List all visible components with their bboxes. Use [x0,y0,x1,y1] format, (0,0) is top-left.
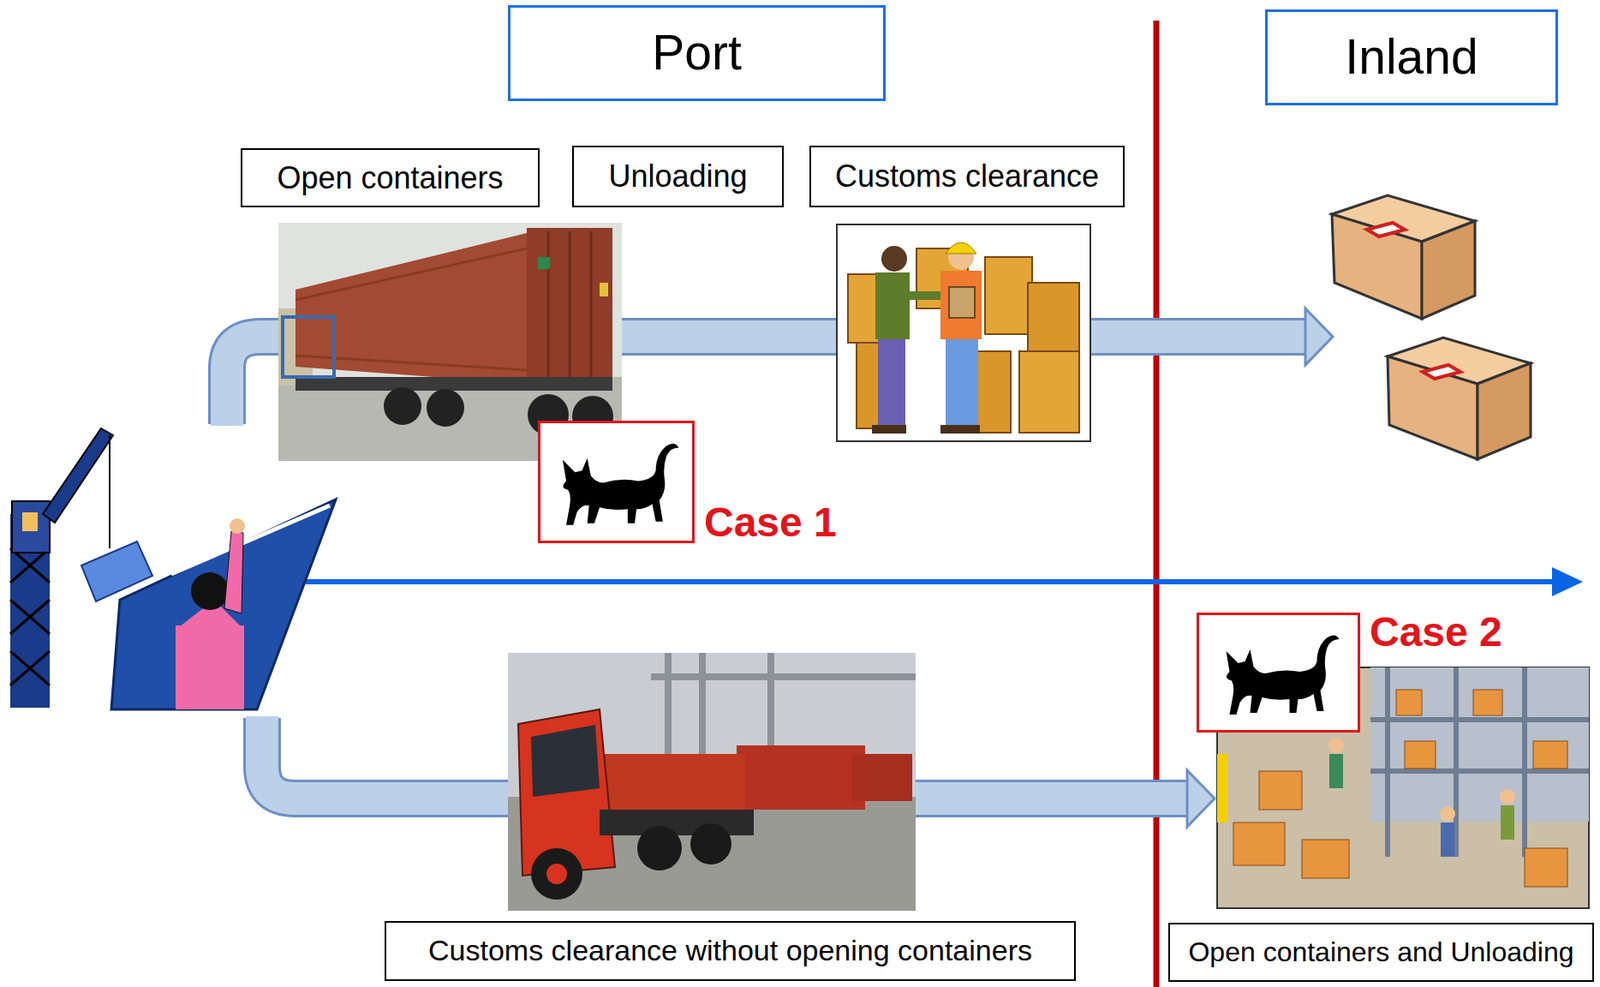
customs-illustration [836,224,1091,442]
region-title: Inland [1344,29,1478,86]
step-label: Customs clearance [835,158,1099,194]
step-box: Open containers and Unloading [1168,922,1595,982]
step-label: Open containers and Unloading [1188,936,1574,968]
case-label: Case 1 [704,500,837,546]
region-header: Inland [1265,9,1559,106]
step-box: Open containers [240,148,540,208]
cat-silhouette [1205,621,1351,723]
case-marker: Case 1 [537,420,695,544]
timeline-arrow [305,567,1583,597]
case-label: Case 2 [1369,609,1503,656]
divider-line [1153,20,1160,987]
case-marker: Case 2 [1196,612,1361,733]
ship-illustration [10,428,336,710]
step-label: Unloading [608,158,747,194]
cat-silhouette [1205,621,1351,723]
step-box: Unloading [572,145,784,208]
cardboard-boxes [1331,195,1531,460]
step-box: Customs clearance without opening contai… [384,920,1076,981]
step-box: Customs clearance [809,145,1125,208]
region-header: Port [507,5,886,102]
step-label: Open containers [276,160,503,196]
region-title: Port [651,24,742,82]
truck-photo [507,652,916,911]
step-label: Customs clearance without opening contai… [428,933,1033,968]
cat-silhouette [547,429,686,534]
cat-silhouette [547,429,686,534]
